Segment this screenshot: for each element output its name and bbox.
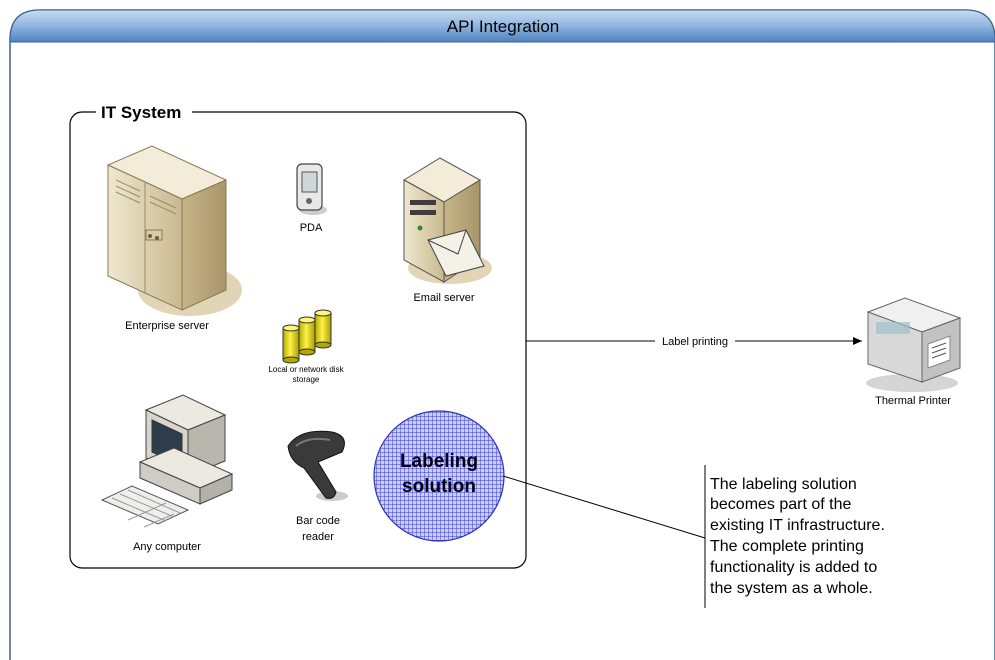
it-system-title-bg xyxy=(96,101,192,123)
storage-label-line1: Local or network disk xyxy=(268,365,344,374)
barcode-reader-icon xyxy=(287,430,348,501)
callout-line: the system as a whole. xyxy=(710,580,873,597)
computer-label: Any computer xyxy=(133,541,201,553)
enterprise-server-label: Enterprise server xyxy=(125,320,209,332)
callout-line: existing IT infrastructure. xyxy=(710,517,885,534)
pda-icon xyxy=(296,163,327,215)
callout-line: The labeling solution xyxy=(710,476,857,493)
storage-icon xyxy=(282,309,332,364)
barcode-label-line2: reader xyxy=(302,531,334,543)
callout-leader-line xyxy=(502,475,706,539)
computer-icon xyxy=(100,394,234,528)
thermal-printer-label: Thermal Printer xyxy=(875,395,951,407)
callout-line: becomes part of the xyxy=(710,496,852,513)
storage-label-line2: storage xyxy=(293,375,320,384)
it-system-box xyxy=(69,111,527,569)
callout-text: The labeling solution becomes part of th… xyxy=(710,476,889,597)
connector-label-bg xyxy=(655,333,735,348)
page-title: API Integration xyxy=(447,17,559,36)
callout-line: functionality is added to xyxy=(710,559,877,576)
callout-line: The complete printing xyxy=(710,538,864,555)
thermal-printer-icon xyxy=(866,297,962,392)
barcode-label-line1: Bar code xyxy=(296,515,340,527)
it-system-title: IT System xyxy=(101,103,181,122)
labeling-label-line1: Labeling xyxy=(400,451,478,472)
pda-label: PDA xyxy=(300,222,323,234)
connector-label: Label printing xyxy=(662,336,728,348)
enterprise-server-icon xyxy=(106,145,242,316)
email-server-icon xyxy=(403,157,492,284)
labeling-label-line2: solution xyxy=(402,476,476,497)
email-server-label: Email server xyxy=(413,292,474,304)
